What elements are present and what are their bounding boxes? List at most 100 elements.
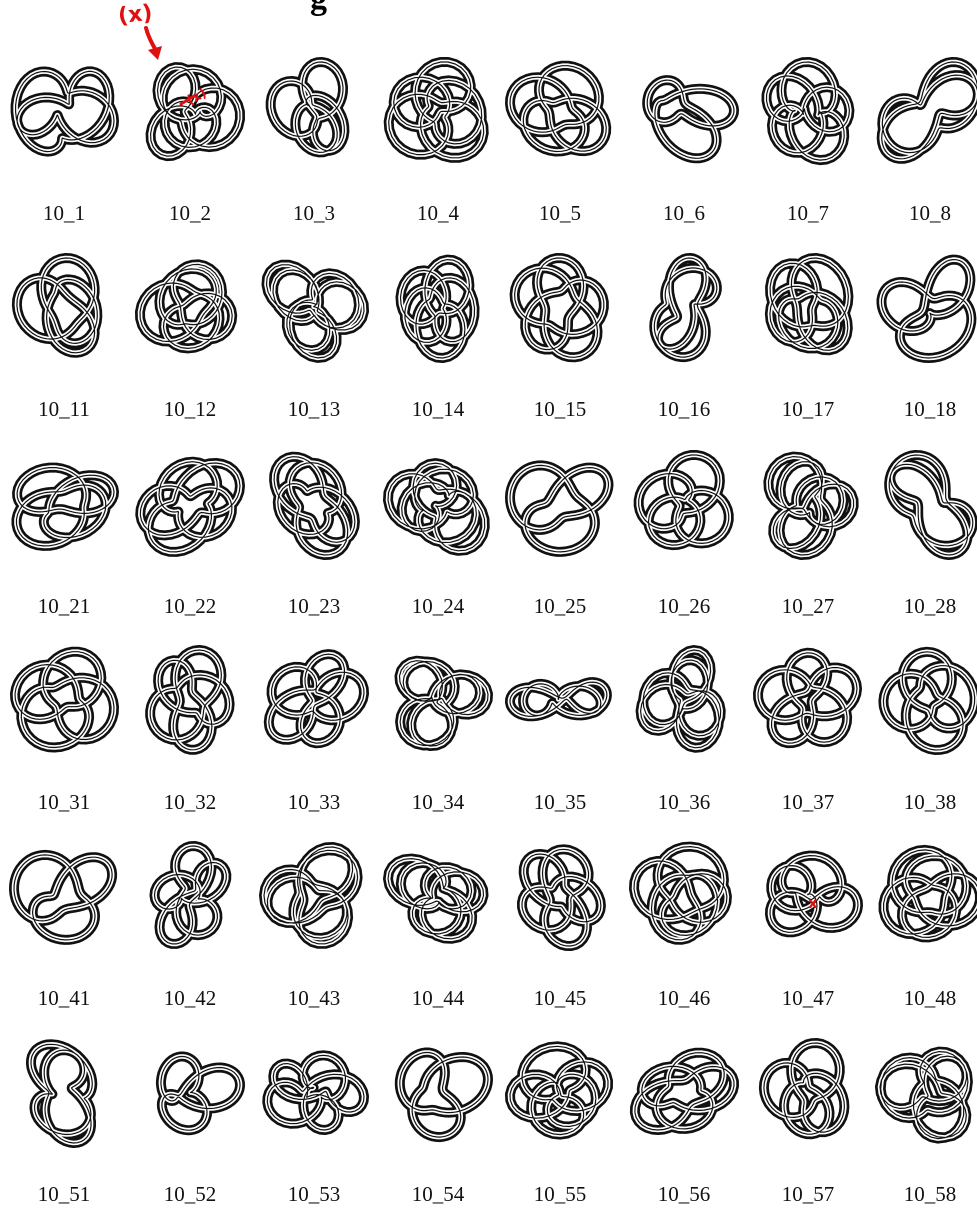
knot-label: 10_21 xyxy=(9,596,119,617)
knot-diagram xyxy=(6,447,122,563)
knot-diagram xyxy=(626,1035,742,1151)
knot-label: 10_3 xyxy=(259,203,369,224)
knot-label: 10_13 xyxy=(259,399,369,420)
knot-diagram xyxy=(380,250,496,366)
knot-label: 10_14 xyxy=(383,399,493,420)
knot-label: 10_48 xyxy=(875,988,977,1009)
knot-diagram xyxy=(380,838,496,954)
knot-label: 10_7 xyxy=(753,203,863,224)
knot-diagram xyxy=(6,250,122,366)
knot-label: 10_51 xyxy=(9,1184,119,1205)
knot-diagram xyxy=(626,447,742,563)
knot-label: 10_45 xyxy=(505,988,615,1009)
knot-diagram xyxy=(872,250,977,366)
knot-label: 10_6 xyxy=(629,203,739,224)
knot-diagram xyxy=(750,54,866,170)
knot-label: 10_2 xyxy=(135,203,245,224)
knot-diagram xyxy=(132,642,248,758)
knot-label: 10_26 xyxy=(629,596,739,617)
knot-diagram xyxy=(6,838,122,954)
knot-diagram xyxy=(626,838,742,954)
knot-label: 10_38 xyxy=(875,792,977,813)
knot-label: 10_46 xyxy=(629,988,739,1009)
knot-diagram xyxy=(380,1035,496,1151)
knot-label: 10_18 xyxy=(875,399,977,420)
knot-diagram xyxy=(132,447,248,563)
knot-label: 10_24 xyxy=(383,596,493,617)
knot-label: 10_11 xyxy=(9,399,119,420)
knot-diagram xyxy=(132,838,248,954)
knot-diagram xyxy=(380,447,496,563)
knot-diagram xyxy=(256,54,372,170)
annotation-arrow-icon xyxy=(146,28,157,52)
knot-diagram xyxy=(872,838,977,954)
knot-diagram xyxy=(872,1035,977,1151)
knot-diagram xyxy=(750,250,866,366)
knot-label: 10_5 xyxy=(505,203,615,224)
knot-label: 10_12 xyxy=(135,399,245,420)
knot-label: 10_43 xyxy=(259,988,369,1009)
knot-label: 10_25 xyxy=(505,596,615,617)
knot-label: 10_56 xyxy=(629,1184,739,1205)
knot-diagram xyxy=(132,54,248,170)
knot-diagram xyxy=(626,250,742,366)
knot-diagram xyxy=(626,642,742,758)
knot-diagram xyxy=(872,54,977,170)
knot-diagram xyxy=(256,447,372,563)
knot-diagram xyxy=(256,1035,372,1151)
knot-label: 10_42 xyxy=(135,988,245,1009)
knot-diagram xyxy=(6,642,122,758)
knot-label: 10_32 xyxy=(135,792,245,813)
knot-diagram xyxy=(750,642,866,758)
knot-diagram xyxy=(380,642,496,758)
knot-label: 10_15 xyxy=(505,399,615,420)
knot-label: 10_47 xyxy=(753,988,863,1009)
knot-label: 10_1 xyxy=(9,203,119,224)
knot-diagram xyxy=(502,447,618,563)
knot-label: 10_52 xyxy=(135,1184,245,1205)
knot-label: 10_55 xyxy=(505,1184,615,1205)
knot-strand xyxy=(17,468,115,546)
knot-diagram xyxy=(750,838,866,954)
knot-label: 10_27 xyxy=(753,596,863,617)
knot-label: 10_37 xyxy=(753,792,863,813)
knot-diagram xyxy=(6,54,122,170)
knot-diagram xyxy=(750,447,866,563)
knot-label: 10_35 xyxy=(505,792,615,813)
knot-label: 10_22 xyxy=(135,596,245,617)
knot-label: 10_54 xyxy=(383,1184,493,1205)
knot-label: 10_41 xyxy=(9,988,119,1009)
knot-diagram xyxy=(626,54,742,170)
knot-diagram xyxy=(502,54,618,170)
knot-label: 10_28 xyxy=(875,596,977,617)
knot-diagram xyxy=(750,1035,866,1151)
knot-diagram xyxy=(502,838,618,954)
knot-label: 10_16 xyxy=(629,399,739,420)
page-heading-fragment: g xyxy=(310,0,327,18)
knot-label: 10_58 xyxy=(875,1184,977,1205)
knot-diagram xyxy=(132,1035,248,1151)
knot-label: 10_44 xyxy=(383,988,493,1009)
knot-label: 10_33 xyxy=(259,792,369,813)
knot-diagram xyxy=(502,1035,618,1151)
knot-label: 10_4 xyxy=(383,203,493,224)
knot-strand xyxy=(634,847,727,940)
knot-label: 10_53 xyxy=(259,1184,369,1205)
knot-diagram xyxy=(872,642,977,758)
knot-diagram xyxy=(132,250,248,366)
knot-diagram xyxy=(6,1035,122,1151)
knot-diagram xyxy=(256,838,372,954)
knot-label: 10_36 xyxy=(629,792,739,813)
knot-label: 10_31 xyxy=(9,792,119,813)
knot-diagram xyxy=(256,642,372,758)
knot-diagram xyxy=(380,54,496,170)
knot-diagram xyxy=(502,250,618,366)
knot-label: 10_34 xyxy=(383,792,493,813)
knot-label: 10_17 xyxy=(753,399,863,420)
knot-label: 10_57 xyxy=(753,1184,863,1205)
knot-diagram xyxy=(872,447,977,563)
knot-label: 10_8 xyxy=(875,203,977,224)
knot-diagram xyxy=(256,250,372,366)
knot-label: 10_23 xyxy=(259,596,369,617)
